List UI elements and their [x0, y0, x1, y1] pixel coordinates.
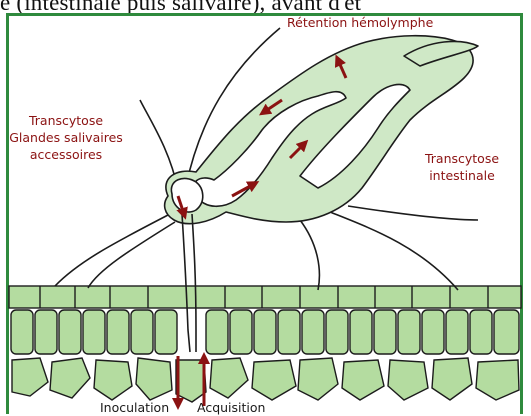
- aphid-leg-hind: [330, 212, 458, 290]
- aphid-leg-hind-2: [348, 206, 478, 220]
- label-transcytose-salivary: Transcytose Glandes salivaires accessoir…: [2, 112, 130, 163]
- label-transcytose-intestinal: Transcytose intestinale: [410, 150, 514, 184]
- phloem-cell: [176, 360, 206, 402]
- label-inoculation: Inoculation: [100, 399, 169, 416]
- aphid-stylet: [182, 214, 190, 352]
- label-acquisition: Acquisition: [197, 399, 265, 416]
- label-transcytose-salivary-1: Transcytose: [2, 112, 130, 129]
- label-retention: Rétention hémolymphe: [287, 14, 433, 31]
- aphid-stylet-2: [192, 214, 196, 352]
- aphid-leg-front: [55, 214, 170, 286]
- label-transcytose-salivary-3: accessoires: [2, 146, 130, 163]
- palisade-cells: [11, 310, 519, 354]
- label-transcytose-intestinal-1: Transcytose: [410, 150, 514, 167]
- aphid-leg-middle: [300, 220, 319, 290]
- label-transcytose-salivary-2: Glandes salivaires: [2, 129, 130, 146]
- aphid-salivary-gland: [171, 178, 202, 212]
- aphid-leg-front-2: [88, 222, 175, 288]
- spongy-cells: [12, 358, 519, 400]
- label-transcytose-intestinal-2: intestinale: [410, 167, 514, 184]
- leaf-epidermis-band: [9, 286, 521, 308]
- leaf-tissue: [9, 286, 521, 402]
